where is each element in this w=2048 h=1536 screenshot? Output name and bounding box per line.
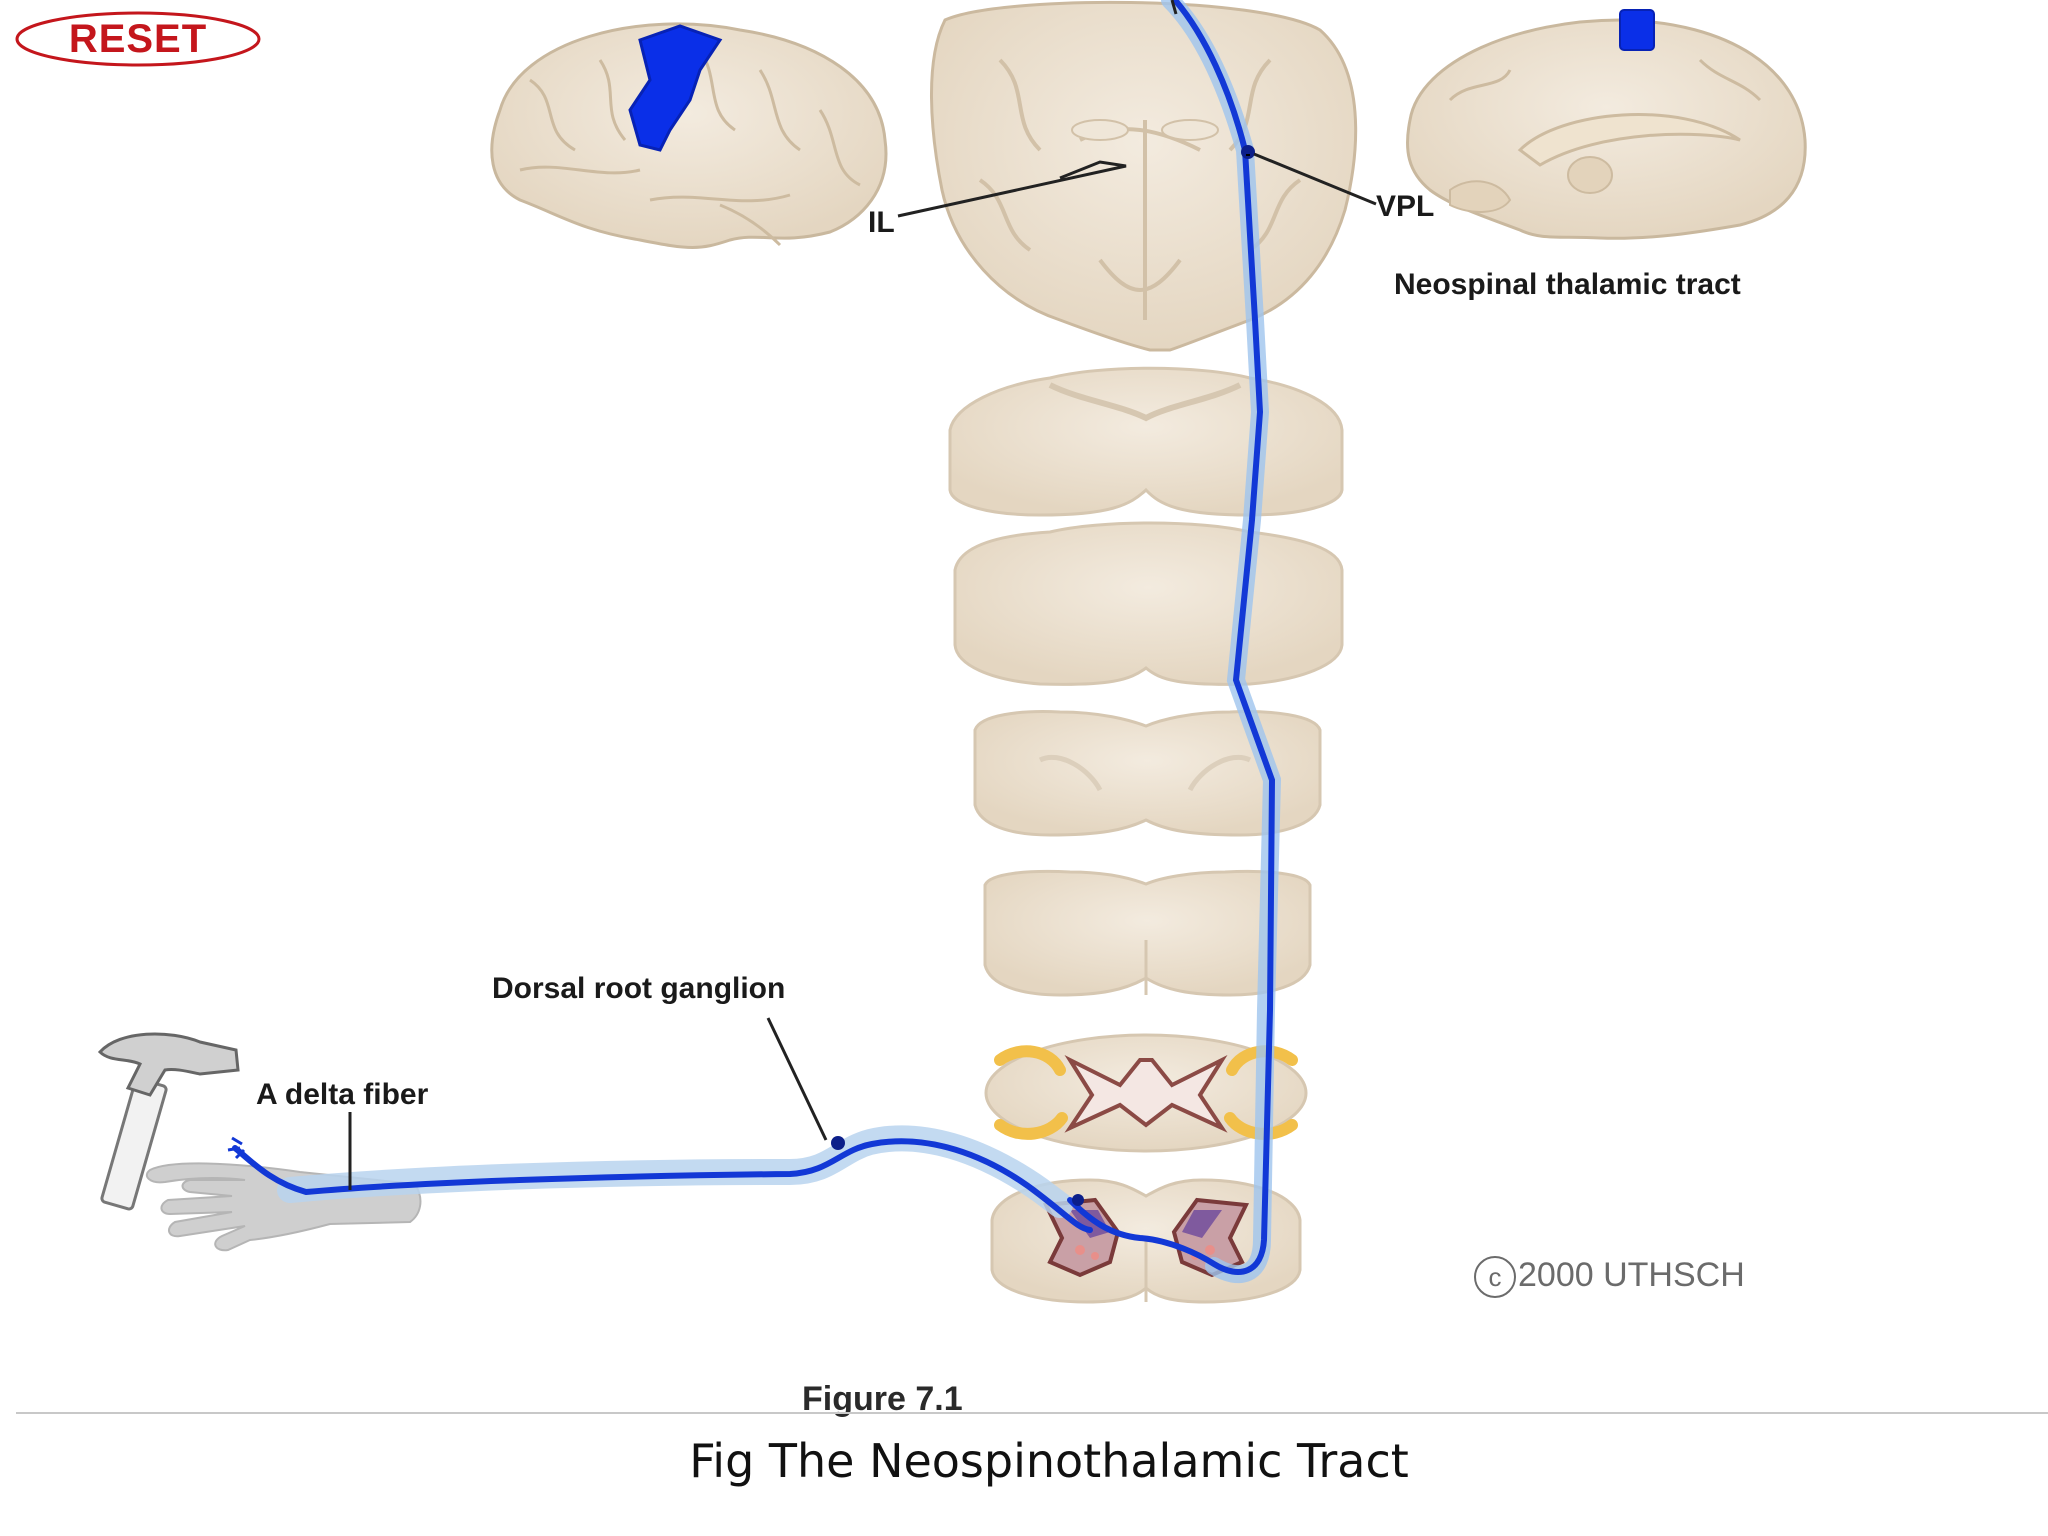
midbrain-section (948, 366, 1344, 517)
dorsal-root-ganglion-cell (831, 1136, 845, 1150)
pons-section (953, 521, 1344, 686)
vpl-label: VPL (1376, 190, 1435, 223)
tract-name-label: Neospinal thalamic tract (1394, 268, 1741, 301)
vpl-synapse (1241, 145, 1255, 159)
vpl-leader-line (1253, 152, 1377, 206)
il-leader-line (897, 160, 1127, 218)
medial-cortex-highlight (1619, 9, 1655, 51)
reset-button-outline (15, 11, 261, 67)
top-tick-line (1170, 0, 1178, 15)
dorsal-root-ganglion-leader-line (766, 1017, 828, 1141)
cross-sections (948, 366, 1344, 1304)
hammer-icon (97, 1032, 240, 1211)
coronal-brain-section (930, 0, 1358, 352)
cervical-section (983, 869, 1312, 997)
dorsal-root-ganglion-label: Dorsal root ganglion (492, 972, 786, 1005)
reset-button-label: RESET (68, 17, 208, 61)
somatosensory-cortex-highlight (628, 24, 723, 152)
copyright-text: 2000 UTHSCH (1518, 1256, 1745, 1294)
a-delta-fiber-label: A delta fiber (256, 1078, 429, 1111)
figure-caption: Fig The Neospinothalamic Tract (689, 1434, 1409, 1488)
thoracic-section (984, 1033, 1308, 1153)
dorsal-horn-synapse (1072, 1194, 1084, 1206)
caption-divider (16, 1412, 2048, 1414)
leader-lines (348, 0, 1377, 1190)
figure-number: Figure 7.1 (802, 1380, 963, 1418)
medial-brain-view (1406, 9, 1807, 240)
reset-button[interactable]: RESET (14, 10, 262, 68)
lateral-brain-view (490, 22, 888, 249)
a-delta-fiber-path (232, 1138, 1093, 1233)
il-label: IL (868, 206, 895, 239)
spinothalamic-tract-path (1067, 0, 1276, 1275)
copyright-symbol-icon: c (1474, 1256, 1516, 1299)
medulla-section (973, 710, 1322, 837)
